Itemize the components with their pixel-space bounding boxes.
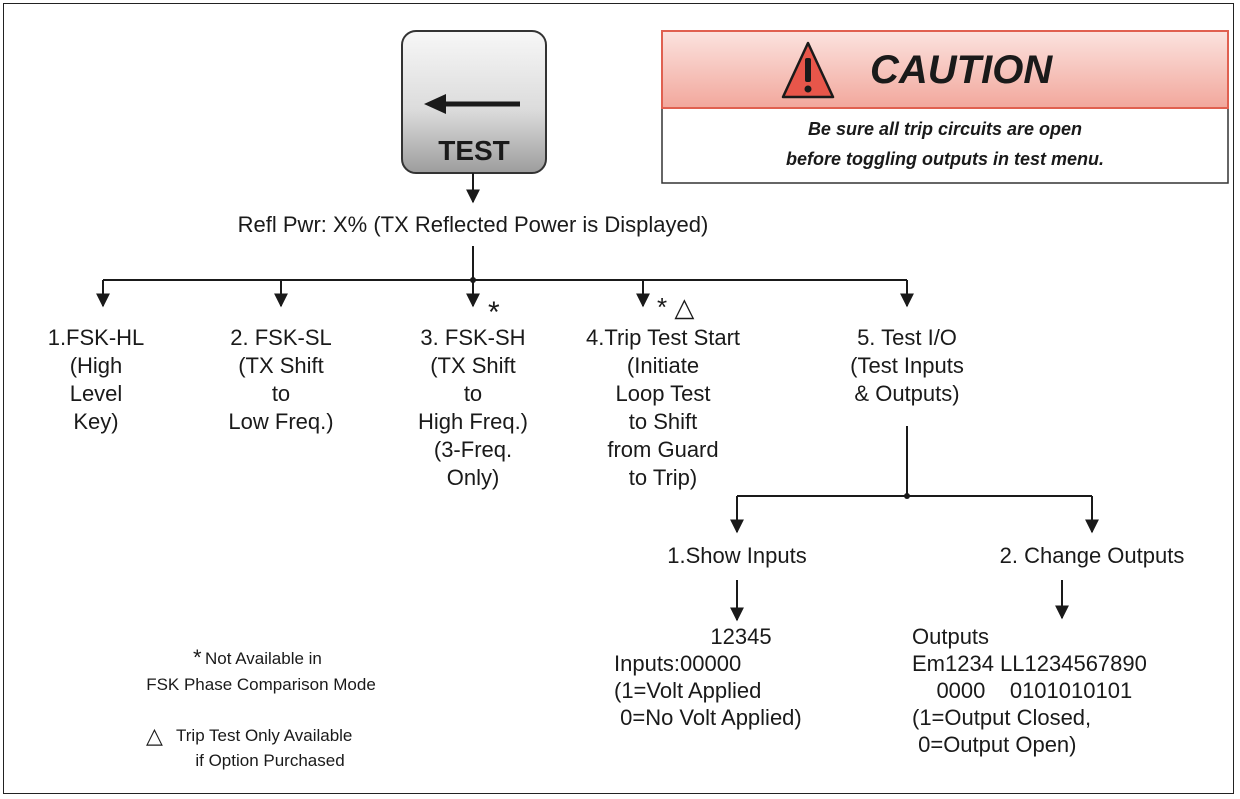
submenu-change-outputs: 2. Change Outputs bbox=[1000, 543, 1185, 568]
menu-item-line: to bbox=[272, 381, 290, 406]
menu-item-line: from Guard bbox=[607, 437, 718, 462]
footnote-line: FSK Phase Comparison Mode bbox=[146, 675, 376, 694]
outputs-header: Outputs bbox=[912, 624, 989, 649]
submenu-connectors bbox=[730, 426, 1099, 534]
footnote-triangle: △ bbox=[146, 723, 163, 748]
not-available-and-option-marks: * △ bbox=[657, 292, 694, 322]
footnote-line: Not Available in bbox=[205, 649, 322, 668]
menu-item-line: (Initiate bbox=[627, 353, 699, 378]
menu-item-line: Loop Test bbox=[615, 381, 710, 406]
footnote-line: if Option Purchased bbox=[195, 751, 344, 770]
inputs-values: Inputs:00000 bbox=[614, 651, 741, 676]
outputs-legend-0: 0=Output Open) bbox=[912, 732, 1077, 757]
menu-item-line: to Shift bbox=[629, 409, 697, 434]
test-key-label: TEST bbox=[438, 135, 510, 166]
menu-item-line: (3-Freq. bbox=[434, 437, 512, 462]
menu-item-line: Level bbox=[70, 381, 123, 406]
menu-item-line: 2. FSK-SL bbox=[230, 325, 331, 350]
menu-item-line: to Trip) bbox=[629, 465, 697, 490]
caution-title: CAUTION bbox=[870, 48, 1053, 92]
menu-item-line: 1.FSK-HL bbox=[48, 325, 145, 350]
menu-item-line: (TX Shift bbox=[430, 353, 516, 378]
outputs-values: 0000 0101010101 bbox=[912, 678, 1132, 703]
not-available-mark: * bbox=[488, 296, 500, 329]
menu-connectors bbox=[96, 246, 914, 308]
menu-item-line: Only) bbox=[447, 465, 500, 490]
menu-item-trip-test: * △ 4.Trip Test Start (Initiate Loop Tes… bbox=[586, 292, 740, 490]
menu-item-line: to bbox=[464, 381, 482, 406]
warning-triangle-icon bbox=[781, 41, 835, 99]
left-arrow-icon bbox=[424, 94, 520, 114]
menu-item-test-io: 5. Test I/O (Test Inputs & Outputs) bbox=[850, 325, 964, 406]
inputs-display: 12345 Inputs:00000 (1=Volt Applied 0=No … bbox=[614, 624, 802, 730]
submenu-show-inputs: 1.Show Inputs bbox=[667, 543, 806, 568]
menu-item-line: 3. FSK-SH bbox=[420, 325, 525, 350]
diagram-frame bbox=[3, 3, 1234, 794]
outputs-legend-1: (1=Output Closed, bbox=[912, 705, 1091, 730]
test-key: TEST bbox=[401, 30, 547, 174]
caution-header bbox=[661, 30, 1229, 109]
menu-item-fsk-sh: * 3. FSK-SH (TX Shift to High Freq.) (3-… bbox=[418, 296, 528, 490]
caution-line-1: Be sure all trip circuits are open bbox=[808, 119, 1082, 139]
menu-item-line: (Test Inputs bbox=[850, 353, 964, 378]
caution-box: CAUTION Be sure all trip circuits are op… bbox=[661, 30, 1229, 184]
footnote-line: Trip Test Only Available bbox=[176, 726, 352, 745]
menu-item-line: (TX Shift bbox=[238, 353, 324, 378]
menu-item-fsk-hl: 1.FSK-HL (High Level Key) bbox=[48, 325, 145, 434]
outputs-display: Outputs Em1234 LL1234567890 0000 0101010… bbox=[912, 624, 1147, 757]
footnote-not-available: * Not Available in FSK Phase Comparison … bbox=[146, 645, 376, 694]
menu-item-fsk-sl: 2. FSK-SL (TX Shift to Low Freq.) bbox=[228, 325, 333, 434]
menu-item-line: (High bbox=[70, 353, 123, 378]
menu-item-line: Low Freq.) bbox=[228, 409, 333, 434]
inputs-header: 12345 bbox=[710, 624, 771, 649]
outputs-labels: Em1234 LL1234567890 bbox=[912, 651, 1147, 676]
menu-item-line: High Freq.) bbox=[418, 409, 528, 434]
menu-item-line: 5. Test I/O bbox=[857, 325, 957, 350]
menu-item-line: 4.Trip Test Start bbox=[586, 325, 740, 350]
root-label: Refl Pwr: X% (TX Reflected Power is Disp… bbox=[238, 212, 709, 237]
caution-line-2: before toggling outputs in test menu. bbox=[786, 149, 1104, 169]
menu-item-line: Key) bbox=[73, 409, 118, 434]
footnote-asterisk: * bbox=[193, 645, 202, 670]
footnote-option-purchased: △ Trip Test Only Available if Option Pur… bbox=[146, 723, 352, 770]
inputs-legend-0: 0=No Volt Applied) bbox=[614, 705, 802, 730]
menu-item-line: & Outputs) bbox=[854, 381, 959, 406]
inputs-legend-1: (1=Volt Applied bbox=[614, 678, 761, 703]
